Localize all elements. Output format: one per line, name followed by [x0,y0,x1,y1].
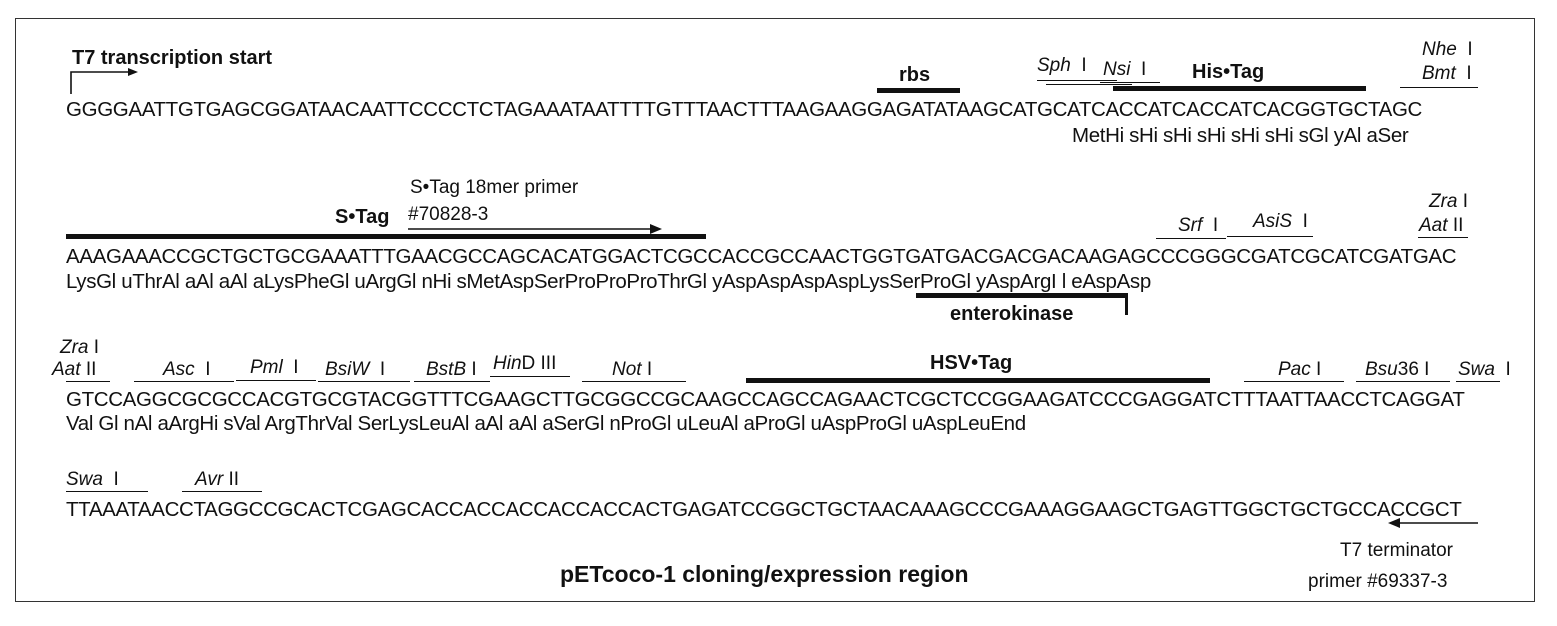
asis-site-label: AsiS I [1253,211,1308,232]
not-site-line [582,381,686,382]
aat-site-label-1: Aat II [1419,215,1464,236]
asc-site-label: Asc I [163,359,211,380]
bsu36-site-line [1356,381,1450,382]
sph-site-line-2 [1046,84,1132,85]
bsiw-site-label: BsiW I [325,359,386,380]
figure-title: pETcoco-1 cloning/expression region [560,561,969,587]
s-tag-primer-arrow [408,224,662,234]
zra-aat-site-line-1 [1418,237,1468,238]
s-tag-primer-label: S•Tag 18mer primer [410,177,579,198]
avr-site-label: Avr II [195,469,240,490]
dna-sequence-row-2: AAAGAAACCGCTGCTGCGAAATTTGAACGCCAGCACATGG… [66,245,1457,268]
rbs-label: rbs [899,64,931,86]
hind-site-label: HinD III [493,353,557,374]
bsiw-site-line [318,381,410,382]
nhe-bmt-site-line [1400,87,1478,88]
avr-site-line [182,491,262,492]
rbs-bar [877,88,960,93]
t7-terminator-primer-number: primer #69337-3 [1308,571,1448,592]
t7-transcription-start-label: T7 transcription start [72,47,273,69]
nsi-site-line [1100,82,1160,83]
zra-aat-site-line-2 [66,381,110,382]
enterokinase-label: enterokinase [950,303,1074,325]
t7-start-arrow [70,68,138,94]
swa-site-line-1 [1456,381,1500,382]
hind-site-line [490,376,570,377]
figure-frame [15,18,1535,602]
protein-sequence-row-3: Val Gl nAl aArgHi sVal ArgThrVal SerLysL… [66,412,1026,435]
sph-site-line [1037,80,1117,81]
s-tag-bar [66,234,706,239]
swa-site-label-2: Swa I [66,469,119,490]
pml-site-line [236,380,316,381]
zra-site-label-1: Zra I [1429,191,1469,212]
zra-site-label-2: Zra I [60,337,100,358]
hsv-tag-bar [746,378,1210,383]
dna-sequence-row-4: TTAAATAACCTAGGCCGCACTCGAGCACCACCACCACCAC… [66,498,1462,521]
protein-sequence-row-2: LysGl uThrAl aAl aAl aLysPheGl uArgGl nH… [66,270,1151,293]
sph-site-label: Sph I [1037,55,1087,76]
t7-terminator-label: T7 terminator [1340,540,1453,561]
dna-sequence-row-3: GTCCAGGCGCGCCACGTGCGTACGGTTTCGAAGCTTGCGG… [66,388,1465,411]
nhe-site-label: Nhe I [1422,39,1473,60]
asc-site-line [134,381,234,382]
bsu36-site-label: Bsu36 I [1365,359,1430,380]
t7-terminator-primer-arrow [1388,518,1478,528]
enterokinase-cleavage-mark [1125,293,1128,315]
pml-site-label: Pml I [250,357,299,378]
bstb-site-label: BstB I [426,359,477,380]
asis-site-line [1227,236,1313,237]
dna-sequence-row-1: GGGGAATTGTGAGCGGATAACAATTCCCCTCTAGAAATAA… [66,98,1423,121]
hsv-tag-label: HSV•Tag [930,352,1013,374]
s-tag-label: S•Tag [335,206,390,228]
srf-site-line [1156,238,1226,239]
nsi-site-label: Nsi I [1103,59,1147,80]
his-tag-label: His•Tag [1192,61,1265,83]
pac-site-label: Pac I [1278,359,1322,380]
srf-site-label: Srf I [1178,215,1219,236]
s-tag-primer-number: #70828-3 [408,204,489,225]
his-tag-bar [1113,86,1366,91]
pac-site-line [1244,381,1344,382]
bmt-site-label: Bmt I [1422,63,1472,84]
swa-site-line-2 [66,491,148,492]
protein-sequence-row-1: MetHi sHi sHi sHi sHi sHi sGl yAl aSer [1072,124,1409,147]
not-site-label: Not I [612,359,653,380]
aat-site-label-2: Aat II [52,359,97,380]
bstb-site-line [414,381,490,382]
enterokinase-bar [916,293,1128,298]
swa-site-label-1: Swa I [1458,359,1511,380]
